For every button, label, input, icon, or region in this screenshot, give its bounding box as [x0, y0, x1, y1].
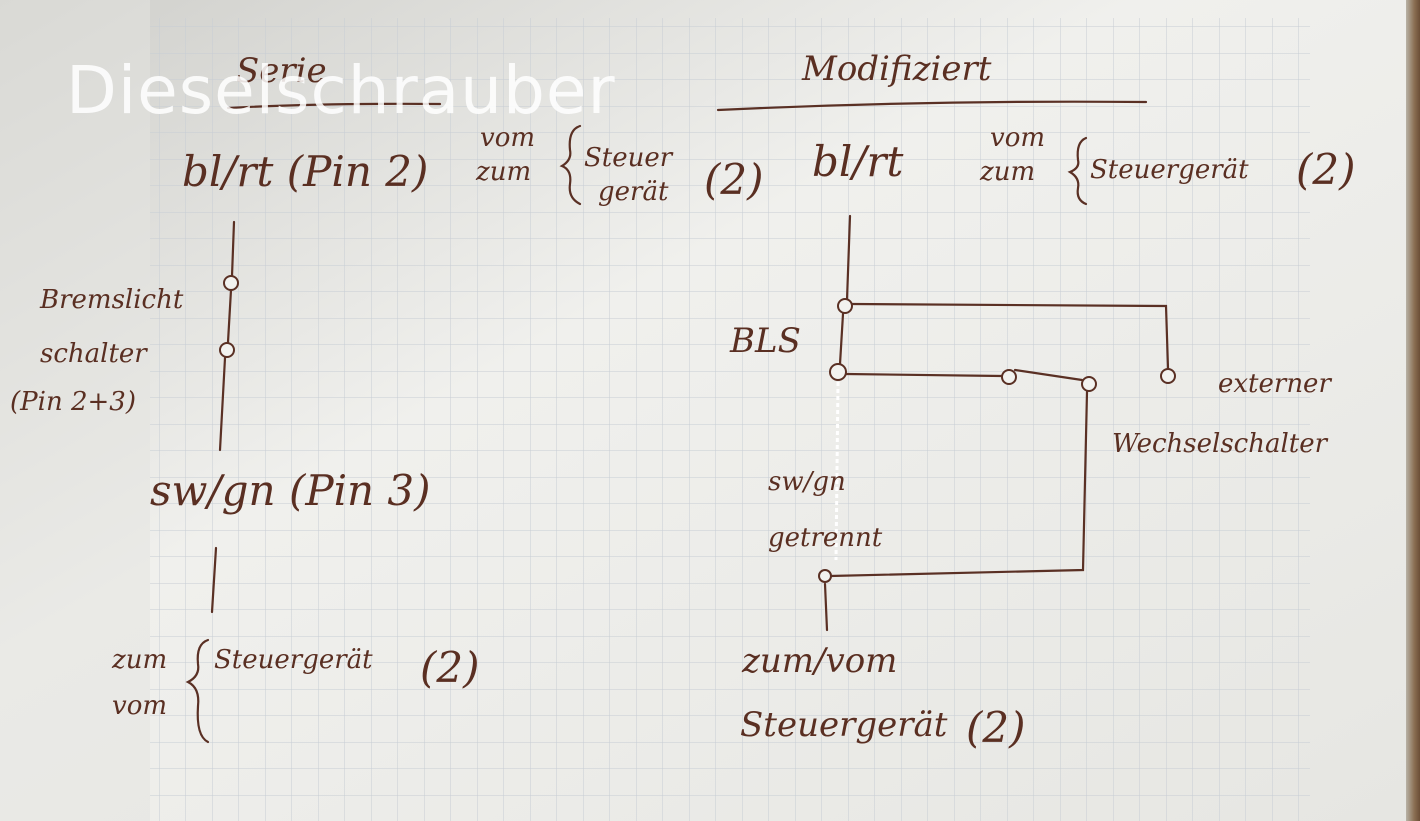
serie-switch-contact-bottom — [219, 342, 235, 358]
serie-bottom-brace — [185, 638, 210, 744]
serie-wire-upper — [230, 220, 236, 278]
modifiziert-bls-to-switch-wire — [844, 372, 1004, 378]
serie-wire-lower — [218, 356, 227, 452]
modifiziert-removed-wire — [834, 381, 840, 561]
modifiziert-heading: Modifiziert — [801, 49, 992, 89]
modifiziert-cut-label-2: getrennt — [768, 523, 883, 553]
modifiziert-bottom-paren: (2) — [966, 703, 1026, 752]
modifiziert-diagram: Modifiziert bl/rt vom zum Steuergerät (2… — [716, 49, 1356, 752]
serie-heading: Serie — [236, 51, 327, 91]
modifiziert-top-dest: Steuergerät — [1090, 155, 1249, 185]
serie-switch-label-3: (Pin 2+3) — [10, 387, 136, 417]
modifiziert-return-wire — [828, 390, 1089, 578]
modifiziert-bls-label: BLS — [729, 321, 801, 361]
serie-wire-bottom — [210, 546, 218, 614]
serie-top-dir-zum: zum — [475, 157, 531, 187]
serie-top-dir-vom: vom — [480, 123, 535, 153]
modifiziert-wire-bottom — [823, 582, 829, 632]
serie-heading-underline — [226, 102, 442, 110]
modifiziert-bottom-label-1: zum/vom — [741, 641, 897, 681]
modifiziert-top-brace — [1067, 136, 1088, 206]
modifiziert-top-paren: (2) — [1296, 145, 1356, 194]
serie-bottom-dir-vom: vom — [112, 691, 167, 721]
serie-bottom-dest: Steuergerät — [214, 645, 373, 675]
modifiziert-bls-blade — [838, 312, 845, 366]
modifiziert-ext-contact-left — [1001, 369, 1017, 385]
watermark-text: Dieselschrauber — [66, 52, 616, 129]
modifiziert-bypass-wire — [850, 302, 1170, 370]
modifiziert-cut-label-1: sw/gn — [768, 467, 846, 497]
modifiziert-ext-label-1: externer — [1218, 369, 1332, 399]
modifiziert-joint-node — [818, 569, 832, 583]
serie-bottom-paren: (2) — [420, 643, 480, 692]
serie-top-paren: (2) — [704, 155, 764, 204]
modifiziert-wire-upper — [845, 214, 852, 302]
photo-background-edge — [1406, 0, 1420, 821]
serie-switch-label-2: schalter — [40, 339, 148, 369]
serie-top-dest-line2: gerät — [598, 177, 669, 207]
modifiziert-ext-contact-common — [1081, 376, 1097, 392]
modifiziert-ext-label-2: Wechselschalter — [1112, 429, 1329, 459]
serie-switch-contact-top — [223, 275, 239, 291]
modifiziert-ext-switch-lever — [1013, 368, 1084, 382]
modifiziert-heading-underline — [716, 100, 1148, 112]
modifiziert-top-dir-vom: vom — [990, 123, 1045, 153]
serie-bottom-dir-zum: zum — [111, 645, 167, 675]
serie-switch-blade — [226, 288, 233, 344]
modifiziert-ext-contact-right — [1160, 368, 1176, 384]
modifiziert-top-wire-label: bl/rt — [812, 137, 904, 186]
modifiziert-bls-contact-bottom — [829, 363, 847, 381]
serie-bottom-wire-label: sw/gn (Pin 3) — [150, 466, 431, 515]
modifiziert-top-dir-zum: zum — [979, 157, 1035, 187]
serie-top-wire-label: bl/rt (Pin 2) — [182, 147, 428, 196]
serie-top-brace — [559, 124, 582, 206]
serie-switch-label-1: Bremslicht — [39, 285, 184, 315]
modifiziert-bls-contact-top — [837, 298, 853, 314]
serie-diagram: Serie bl/rt (Pin 2) vom zum Steuer gerät… — [10, 51, 764, 744]
serie-top-dest-line1: Steuer — [584, 143, 674, 173]
modifiziert-bottom-label-2: Steuergerät — [740, 705, 948, 745]
